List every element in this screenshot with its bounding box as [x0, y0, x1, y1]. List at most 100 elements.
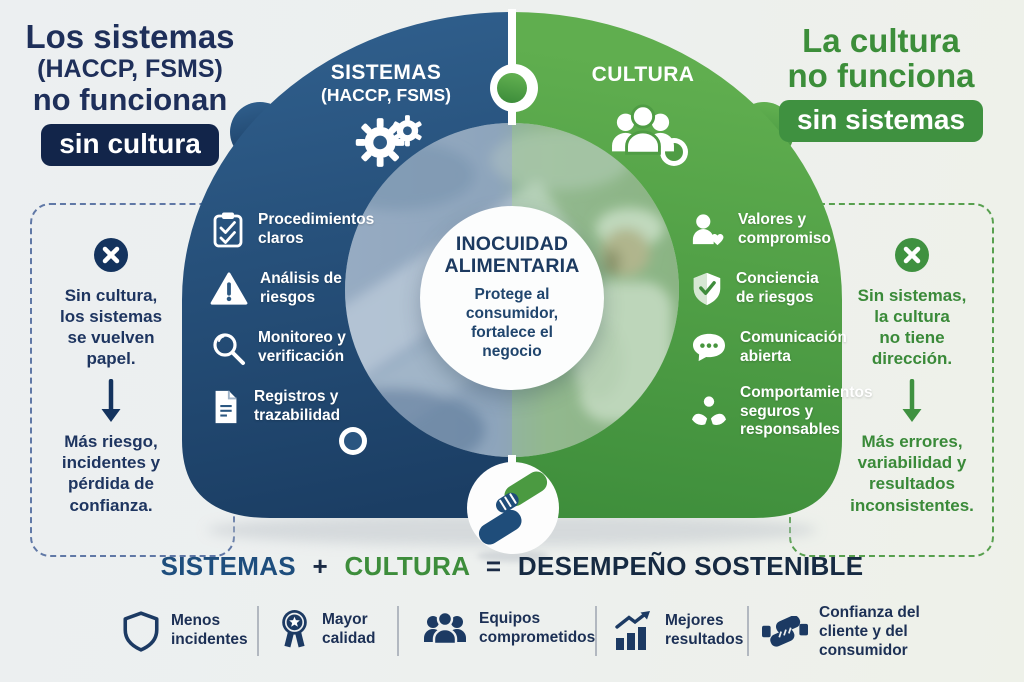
equation-banner: SISTEMAS + CULTURA = DESEMPEÑO SOSTENIBL…	[0, 551, 1024, 582]
list-item: Valores y compromiso	[690, 207, 873, 253]
list-item: Procedimientos claros	[210, 207, 374, 253]
label-line: claros	[258, 230, 304, 247]
label-line: Conciencia	[736, 270, 819, 288]
gears-icon	[355, 115, 422, 168]
benefit-line: comprometidos	[479, 629, 596, 646]
heading-left-line3: no funcionan	[32, 82, 228, 118]
culture-list: Valores y compromiso Conciencia de riesg…	[690, 207, 873, 440]
systems-title-line2: (HACCP, FSMS)	[321, 85, 451, 106]
center-subtitle-line: negocio	[482, 342, 542, 360]
list-item: Registros y trazabilidad	[210, 384, 374, 430]
warning-triangle-icon	[210, 272, 248, 305]
callout-consequence: Más errores, variabilidad y resultados i…	[837, 431, 987, 515]
benefit-line: Confianza del	[819, 604, 920, 621]
chart-up-icon	[615, 611, 650, 650]
x-circle-icon	[94, 238, 128, 272]
benefit-less-incidents: Menos incidentes	[122, 610, 248, 652]
benefit-line: cliente y del	[819, 622, 908, 640]
benefit-line: Menos	[171, 612, 221, 630]
team-icon	[424, 610, 466, 646]
chat-bubble-icon	[693, 333, 725, 362]
callout-no-systems: Sin sistemas, la cultura no tiene direcc…	[789, 203, 994, 557]
document-icon	[215, 390, 237, 424]
label-line: Comunicación	[740, 329, 847, 347]
list-item-label: Comportamientos seguros y responsables	[740, 384, 873, 440]
shield-check-icon	[693, 272, 721, 306]
benefit-line: consumidor	[819, 641, 908, 659]
label-line: Valores y	[738, 211, 807, 229]
list-item: Comportamientos seguros y responsables	[690, 384, 873, 440]
down-arrow-icon	[101, 379, 121, 423]
consequence-line: variabilidad y	[857, 453, 967, 473]
equation-equals: =	[485, 551, 502, 581]
person-heart-icon	[692, 214, 724, 246]
consequence-line: confianza.	[69, 495, 153, 515]
consequence-line: inconsistentes.	[850, 495, 974, 515]
down-arrow-icon	[902, 379, 922, 423]
statement-line: no tiene	[879, 328, 945, 348]
center-subtitle: Protege al consumidor, fortalece el nego…	[466, 286, 558, 362]
benefit-better-results: Mejores resultados	[612, 610, 743, 652]
list-item-label: Monitoreo y verificación	[258, 329, 346, 366]
center-subtitle-line: consumidor,	[465, 304, 559, 322]
label-line: Comportamientos	[740, 384, 873, 401]
systems-puzzle-half	[182, 12, 513, 518]
statement-line: la cultura	[874, 307, 950, 327]
list-item-label: Valores y compromiso	[738, 211, 831, 248]
heading-right-line2: no funciona	[787, 56, 975, 94]
list-item-label: Procedimientos claros	[258, 211, 374, 248]
callout-no-culture: Sin cultura, los sistemas se vuelven pap…	[30, 203, 235, 557]
systems-title: SISTEMAS (HACCP, FSMS)	[306, 60, 466, 168]
list-item-label: Comunicación abierta	[740, 329, 847, 366]
culture-title: CULTURA	[570, 62, 716, 161]
center-title-line: INOCUIDAD	[455, 233, 569, 256]
equation-result: DESEMPEÑO SOSTENIBLE	[517, 551, 864, 581]
footer-divider	[397, 606, 399, 656]
benefit-line: calidad	[322, 629, 376, 647]
benefit-quality: Mayor calidad	[278, 608, 375, 651]
consequence-line: incidentes y	[61, 453, 161, 473]
magnifier-icon	[213, 333, 245, 365]
statement-line: se vuelven	[67, 328, 155, 348]
center-title-line: ALIMENTARIA	[444, 255, 580, 278]
center-circle: INOCUIDAD ALIMENTARIA Protege al consumi…	[420, 206, 604, 390]
benefit-label: Equipos comprometidos	[479, 610, 595, 648]
shield-icon	[123, 611, 159, 652]
benefit-line: Equipos	[479, 610, 541, 628]
label-line: verificación	[258, 348, 345, 365]
footer-divider	[747, 606, 749, 656]
statement-line: dirección.	[871, 349, 953, 369]
list-item: Comunicación abierta	[690, 325, 873, 371]
clipboard-check-icon	[213, 212, 243, 248]
consequence-line: pérdida de	[68, 474, 154, 494]
statement-line: papel.	[86, 349, 136, 369]
caring-hands-icon	[692, 396, 726, 425]
systems-list: Procedimientos claros Análisis de riesgo…	[210, 207, 374, 430]
badge-sin-sistemas: sin sistemas	[778, 100, 984, 142]
x-circle-icon	[895, 238, 929, 272]
heading-right: La cultura no funciona sin sistemas	[766, 23, 996, 142]
handshake-emblem	[467, 462, 559, 562]
label-line: Análisis de	[260, 270, 342, 288]
label-line: abierta	[740, 348, 791, 365]
label-line: trazabilidad	[254, 407, 341, 424]
blue-inner-tab	[344, 432, 362, 450]
benefit-engaged-teams: Equipos comprometidos	[422, 610, 595, 648]
list-item-label: Conciencia de riesgos	[736, 270, 819, 307]
callout-consequence: Más riesgo, incidentes y pérdida de conf…	[36, 431, 186, 515]
heading-left-line2: (HACCP, FSMS)	[37, 54, 223, 83]
list-item-label: Registros y trazabilidad	[254, 388, 340, 425]
handshake-icon	[478, 471, 548, 545]
consequence-line: Más errores,	[861, 432, 963, 452]
seam-knob	[497, 73, 527, 103]
label-line: responsables	[740, 421, 840, 439]
footer-divider	[595, 606, 597, 656]
consequence-line: resultados	[869, 474, 955, 494]
benefit-label: Mayor calidad	[322, 611, 375, 649]
statement-line: los sistemas	[59, 307, 163, 327]
center-subtitle-line: Protege al	[474, 286, 550, 304]
label-line: Procedimientos	[258, 211, 375, 229]
label-line: de riesgos	[736, 289, 814, 306]
equation-systems: SISTEMAS	[160, 551, 296, 581]
